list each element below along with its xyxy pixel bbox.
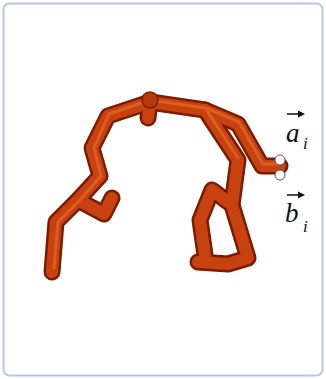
vector-symbol: a	[286, 120, 300, 147]
vector-arrow	[287, 111, 305, 199]
vector-subscript: i	[303, 135, 308, 152]
atom-dot	[275, 155, 285, 165]
vector-symbol: b	[285, 200, 299, 227]
vector-subscript: i	[303, 218, 308, 235]
atom-dot	[275, 170, 285, 180]
frame-border	[4, 4, 323, 376]
tube-structure	[52, 92, 280, 272]
